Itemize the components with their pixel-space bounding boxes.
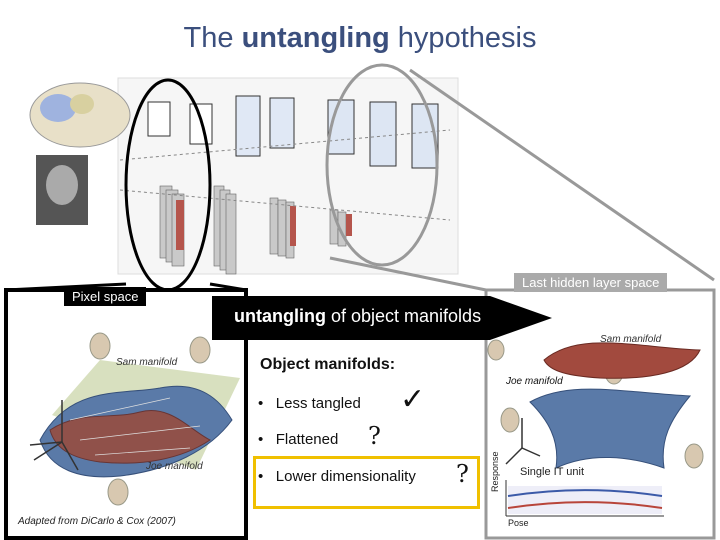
question-mark-icon: ? (456, 460, 469, 488)
joe-manifold-right-label: Joe manifold (506, 376, 563, 387)
tangled-manifolds (29, 360, 240, 478)
bullet-lower-dimensionality: • Lower dimensionality (258, 468, 416, 485)
last-layer-ellipse (325, 63, 439, 267)
sam-manifold-left-label: Sam manifold (116, 357, 178, 368)
pose-axis-label: Pose (508, 518, 529, 528)
reference-citation: Adapted from DiCarlo & Cox (2007) (18, 516, 176, 527)
check-icon: ✓ (400, 382, 426, 417)
pixel-space-label: Pixel space (64, 287, 147, 306)
network-diagram (29, 77, 459, 275)
response-axis-label: Response (490, 451, 500, 492)
response-plot (505, 480, 664, 517)
joe-manifold-left-label: Joe manifold (146, 461, 203, 472)
page-title: The untangling hypothesis (183, 22, 537, 54)
untangling-banner: untangling of object manifolds (234, 306, 482, 326)
last-hidden-layer-label: Last hidden layer space (514, 273, 668, 292)
untangled-manifolds (505, 342, 701, 469)
lower-dimensionality-highlight (253, 456, 480, 509)
untangling-arrow (212, 296, 552, 340)
object-manifolds-heading: Object manifolds: (260, 356, 396, 373)
sam-manifold-right-label: Sam manifold (600, 334, 662, 345)
single-it-label: Single IT unit (520, 466, 585, 478)
bullet-less-tangled: • Less tangled (258, 395, 361, 412)
bullet-flattened: • Flattened (258, 431, 339, 448)
question-mark-icon: ? (368, 422, 381, 450)
